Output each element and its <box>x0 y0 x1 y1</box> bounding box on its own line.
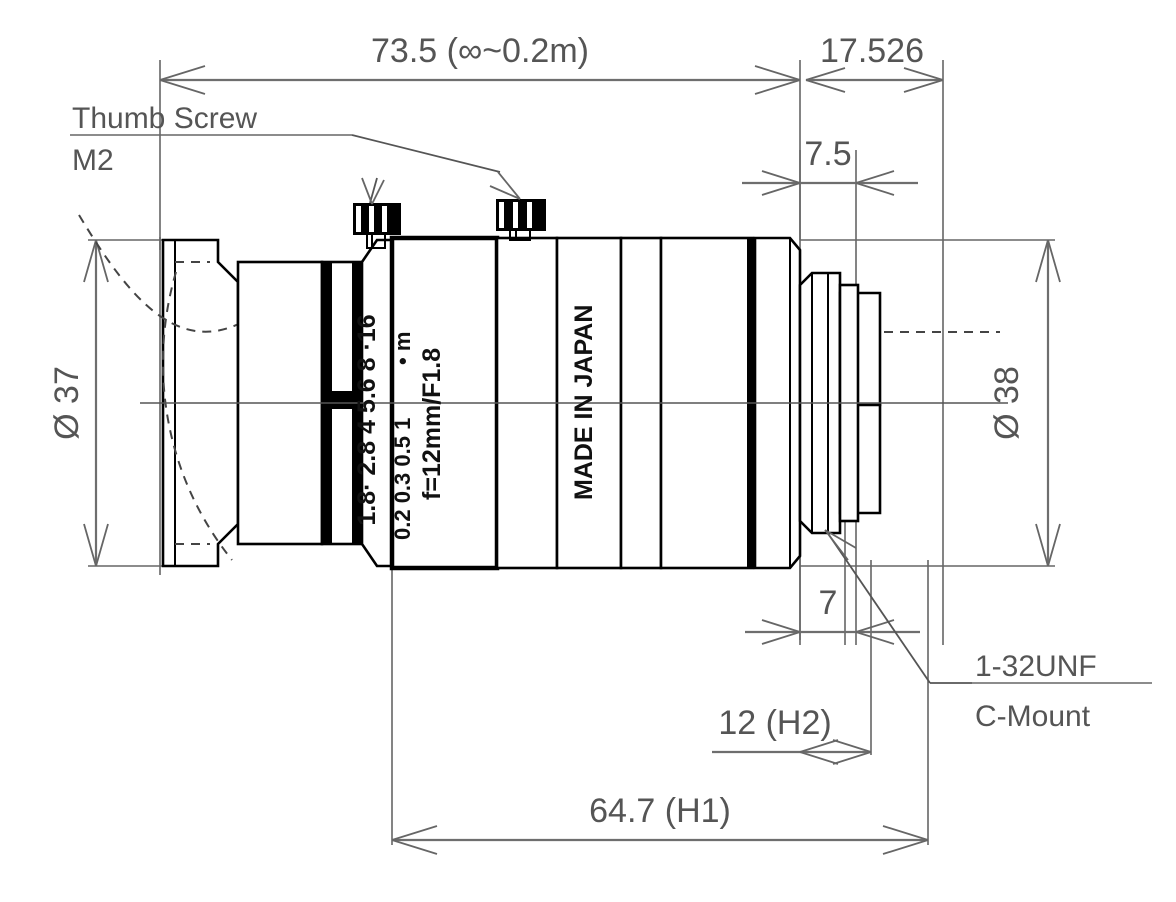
dimension-dia-37: Ø 37 <box>48 239 109 567</box>
mount-type-note: C-Mount <box>975 700 1091 733</box>
dimension-12-h2: 12 (H2) <box>712 704 872 765</box>
origin-text: MADE IN JAPAN <box>570 305 598 500</box>
aperture-scale-text: 1.8· 2.8 4 5.6 8 ·16 <box>353 314 381 525</box>
dim-label-total: 64.7 (H1) <box>589 792 731 830</box>
dim-label-rear: 17.526 <box>820 32 924 70</box>
thumb-screw-size-note: M2 <box>72 144 114 177</box>
dim-label-overall: 73.5 (∞~0.2m) <box>371 32 589 70</box>
lens-body-assembly <box>78 214 1000 571</box>
dim-label-front-dia: Ø 37 <box>48 366 86 440</box>
dimension-7-5: 7.5 <box>742 135 918 196</box>
leader-lines <box>351 134 972 684</box>
dim-label-flange: 7.5 <box>804 135 851 173</box>
lens-spec-text: f=12mm/F1.8 <box>418 348 446 500</box>
extension-lines <box>70 60 1152 845</box>
thumb-screw-right <box>496 199 546 241</box>
dimension-7: 7 <box>745 584 920 645</box>
dimension-73-5: 73.5 (∞~0.2m) <box>159 32 801 95</box>
annotation-notes: Thumb Screw M2 1-32UNF C-Mount <box>72 102 1097 733</box>
dim-label-back-focal: 12 (H2) <box>718 704 831 742</box>
focus-scale-text: 0.2 0.3 0.5 1 <box>390 418 415 540</box>
dimension-lines: 73.5 (∞~0.2m) 17.526 7.5 7 1 <box>48 32 1061 855</box>
dimension-17-526: 17.526 <box>805 32 944 93</box>
dim-label-thread: 7 <box>819 584 838 622</box>
thumb-screw-note: Thumb Screw <box>72 102 257 135</box>
barrel-markings: 1.8· 2.8 4 5.6 8 ·16 • m 0.2 0.3 0.5 1 f… <box>353 305 598 540</box>
mount-thread-note: 1-32UNF <box>975 650 1097 683</box>
focus-unit-text: • m <box>390 332 415 365</box>
dimension-64-7-h1: 64.7 (H1) <box>391 792 929 855</box>
thumb-screw-left <box>353 203 401 249</box>
